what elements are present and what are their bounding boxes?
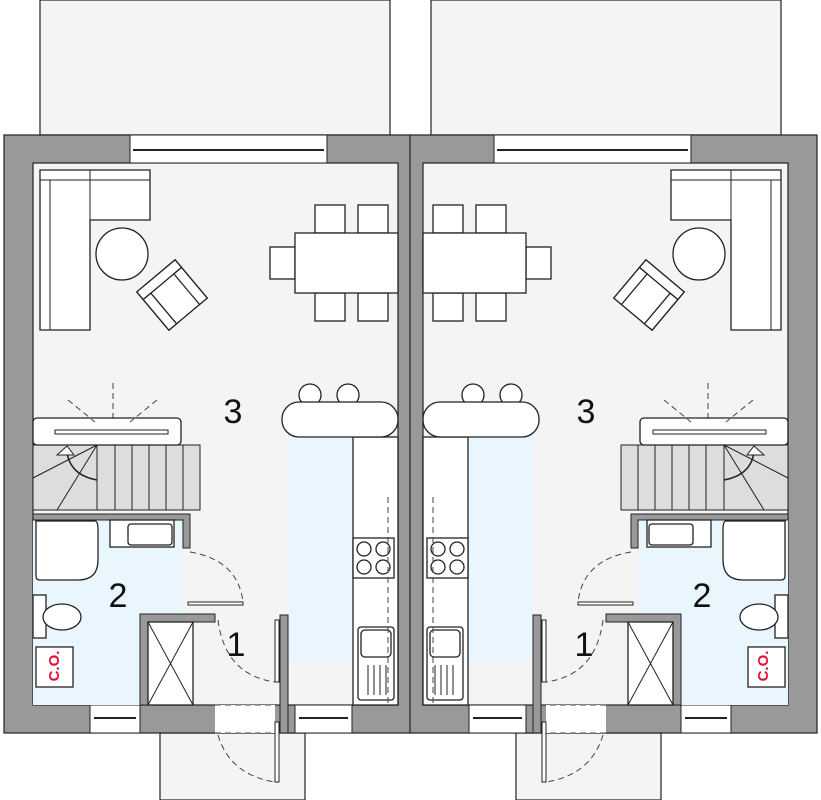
- room-label-bathroom: 2: [693, 577, 712, 615]
- room-label-entrance: 1: [227, 626, 246, 664]
- unit-left: [3, 0, 412, 800]
- boiler-label: C.O.: [755, 651, 772, 682]
- room-label-bathroom: 2: [109, 577, 128, 615]
- room-label-entrance: 1: [575, 626, 594, 664]
- room-label-living: 3: [577, 393, 596, 431]
- room-label-living: 3: [224, 393, 243, 431]
- boiler-label: C.O.: [46, 651, 63, 682]
